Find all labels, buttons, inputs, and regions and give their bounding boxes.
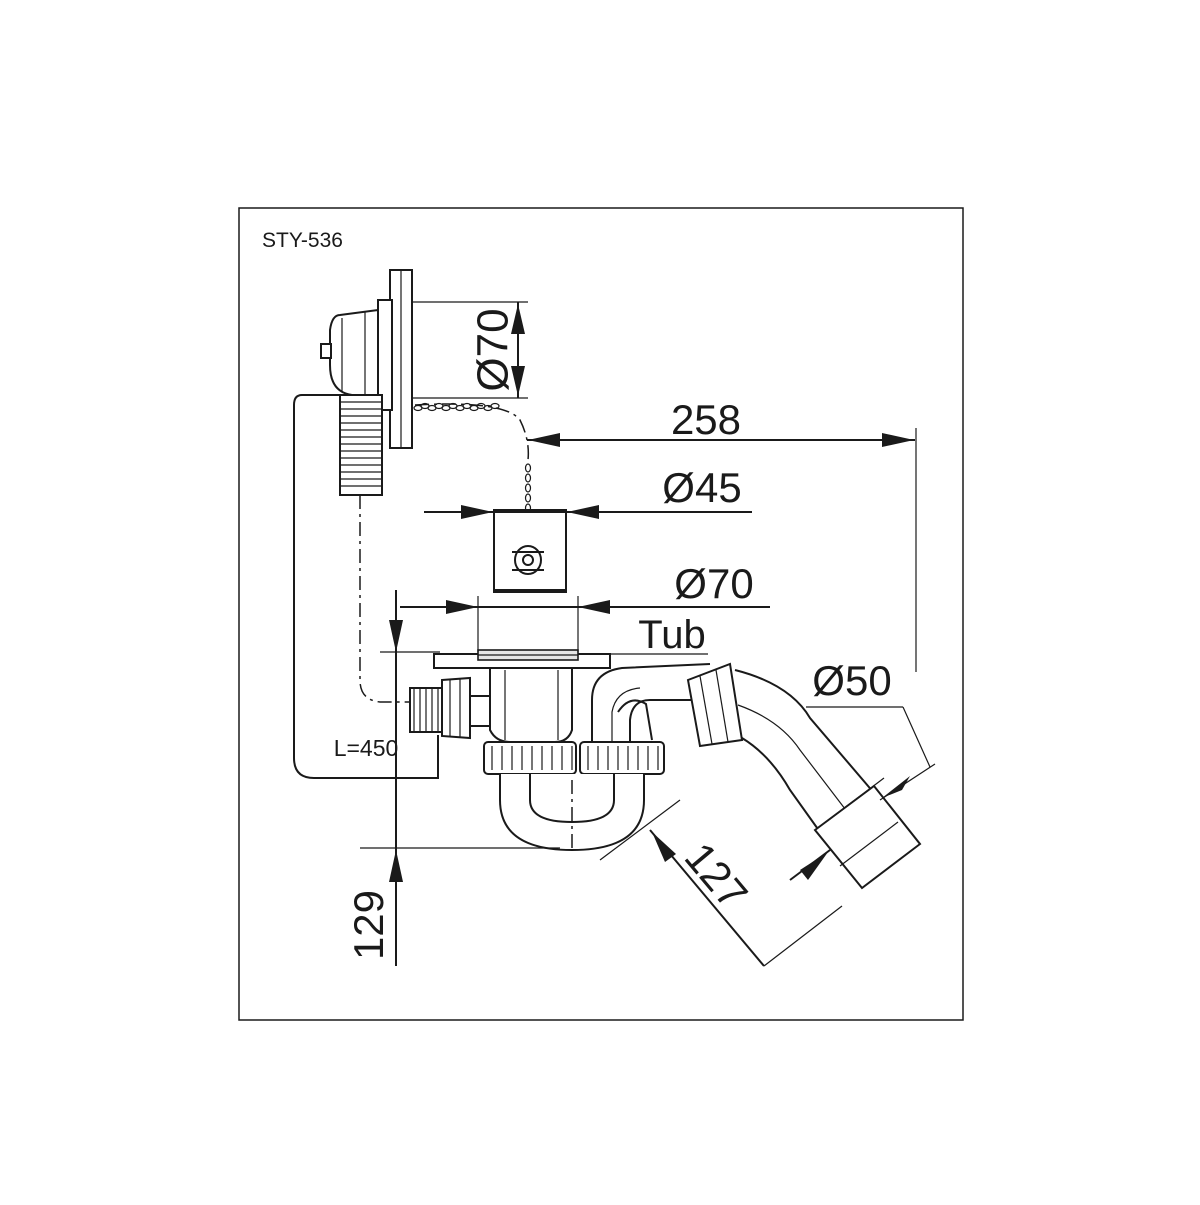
overflow-hose-centerline (359, 495, 410, 703)
drain-assembly (409, 649, 922, 890)
corrugated-hose (339, 394, 383, 496)
drawing-frame (238, 207, 964, 1021)
tub-callout: Tub (604, 613, 708, 657)
overflow-body (329, 308, 379, 396)
plug-assembly (493, 509, 567, 593)
outlet-length-label: 127 (676, 834, 757, 918)
outlet-socket (813, 784, 922, 890)
outlet-pipe-upper-edge (734, 669, 881, 801)
hose-length-label: L=450 (334, 735, 399, 761)
height-129-label: 129 (345, 890, 392, 960)
model-label: STY-536 (262, 229, 343, 252)
dim-length-258: 258 (527, 396, 917, 672)
length-258-label: 258 (671, 396, 741, 443)
dim-overflow-diameter: Ø70 (412, 301, 528, 399)
overflow-knob (320, 343, 332, 359)
tub-label: Tub (638, 613, 705, 657)
drain-body (489, 667, 573, 743)
overflow-inlet-nut (441, 676, 471, 740)
trap-nut-right (579, 741, 665, 775)
dim-height-129: 129 (345, 590, 560, 966)
outlet-pipe-lower-edge (741, 737, 831, 847)
outlet-diameter-label: Ø50 (812, 657, 891, 704)
overflow-hose (293, 394, 439, 779)
dim-plug-diameter: Ø45 (424, 464, 752, 519)
drain-diameter-label: Ø70 (674, 560, 753, 607)
hose-corrugation (340, 401, 382, 487)
hose-length-callout: L=450 (334, 735, 399, 761)
outlet-union-nut (686, 662, 744, 748)
plug-diameter-label: Ø45 (662, 464, 741, 511)
overflow-assembly (320, 269, 532, 543)
dim-outlet-diameter: Ø50 (806, 657, 936, 801)
overflow-diameter-label: Ø70 (469, 308, 518, 391)
dim-drain-diameter: Ø70 (400, 560, 770, 652)
